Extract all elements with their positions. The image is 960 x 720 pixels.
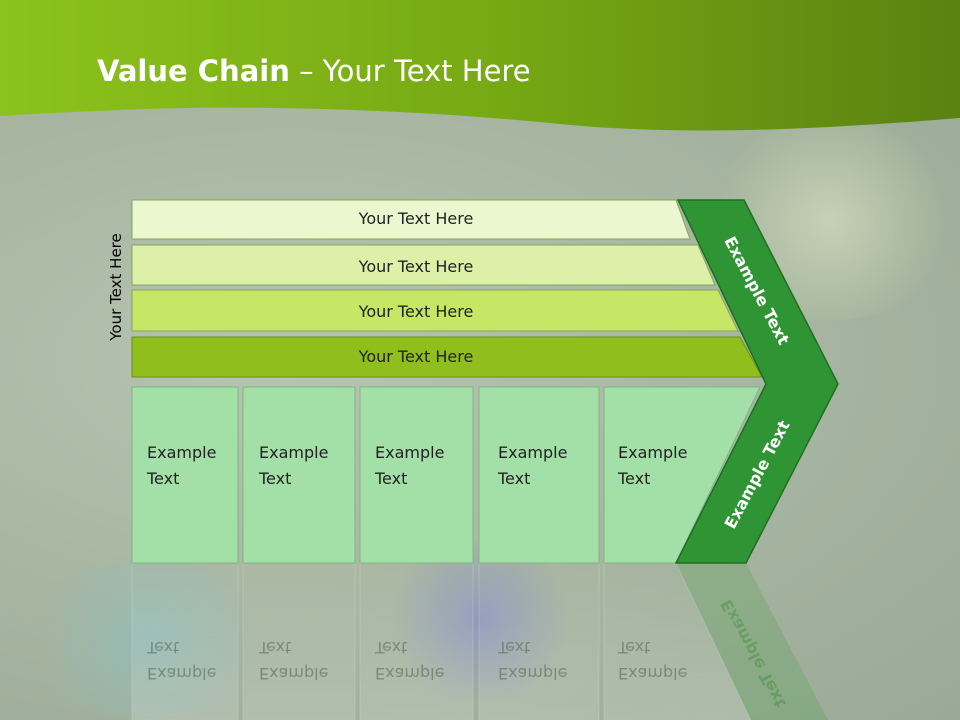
reflection-text: Example <box>498 664 567 683</box>
title-bold: Value Chain <box>97 54 290 88</box>
bar-4-label: Your Text Here <box>358 347 474 366</box>
column-1-line1: Example <box>147 443 216 462</box>
column-5-line2: Text <box>617 469 650 488</box>
column-4 <box>478 386 600 564</box>
column-2-line2: Text <box>258 469 291 488</box>
column-1-line2: Text <box>146 469 179 488</box>
column-4-line2: Text <box>497 469 530 488</box>
reflection-text: Example <box>375 664 444 683</box>
column-3-line2: Text <box>374 469 407 488</box>
reflection-text: Example <box>259 664 328 683</box>
reflection-text: Text <box>617 638 650 657</box>
reflection-text: Text <box>258 638 291 657</box>
column-5-line1: Example <box>618 443 687 462</box>
chevron-arrow <box>674 199 839 564</box>
column-2 <box>242 386 356 564</box>
title-rest: – Your Text Here <box>289 54 531 88</box>
column-3 <box>359 386 474 564</box>
column-3-line1: Example <box>375 443 444 462</box>
bar-3-label: Your Text Here <box>358 302 474 321</box>
slide-title: Value Chain – Your Text Here <box>97 54 531 88</box>
reflection-text: Text <box>374 638 407 657</box>
bar-1 <box>131 199 691 240</box>
bar-2 <box>131 244 716 286</box>
reflection-text: Example <box>618 664 687 683</box>
header-band <box>0 0 960 131</box>
reflection: Example Text Example Text Example Text E… <box>131 562 829 720</box>
reflection-text: Text <box>497 638 530 657</box>
column-4-line1: Example <box>498 443 567 462</box>
reflection-text: Text <box>146 638 179 657</box>
bar-2-label: Your Text Here <box>358 257 474 276</box>
bar-3 <box>131 289 739 332</box>
column-1 <box>131 386 239 564</box>
column-2-line1: Example <box>259 443 328 462</box>
reflection-text: Example <box>147 664 216 683</box>
bar-1-label: Your Text Here <box>358 209 474 228</box>
